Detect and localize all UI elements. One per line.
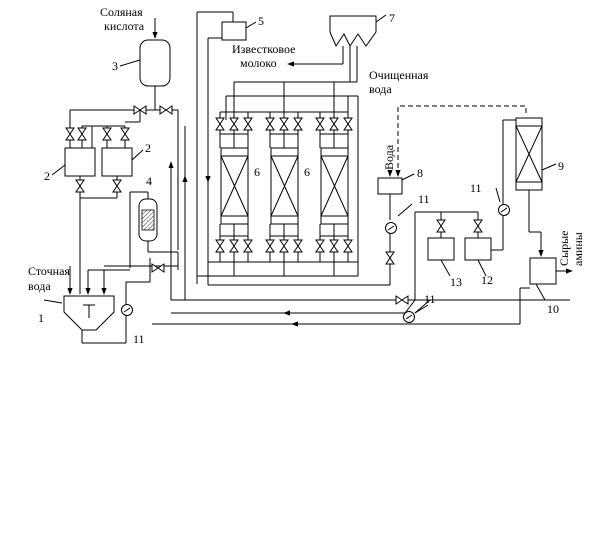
num-9: 9: [558, 159, 564, 173]
num-13: 13: [450, 275, 462, 289]
num-5: 5: [258, 14, 264, 28]
neutralizer-2a: [52, 148, 95, 176]
pump-11d: [404, 312, 415, 323]
acid-header: [66, 106, 178, 250]
num-10: 10: [547, 302, 559, 316]
label-amines-2: амины: [571, 232, 585, 266]
ion-exchange-columns-6: [197, 82, 358, 276]
num-2a: 2: [44, 169, 50, 183]
valve-settler: [152, 264, 164, 272]
label-lime-1: Известковое: [232, 42, 295, 56]
num-11d: 11: [424, 292, 436, 306]
vessel-12: [465, 212, 491, 276]
label-amines-1: Сырые: [557, 231, 571, 266]
num-2b: 2: [145, 141, 151, 155]
extraction-column-9: [516, 118, 556, 256]
num-4: 4: [146, 174, 152, 188]
vessel-8: [378, 170, 414, 220]
label-acid-1: Соляная: [100, 5, 143, 19]
label-purified-1: Очищенная: [369, 68, 429, 82]
label-acid-2: кислота: [104, 19, 145, 33]
neutralizer-2b: [102, 148, 143, 176]
neutralizer-outlets: [76, 176, 121, 294]
num-8: 8: [417, 166, 423, 180]
num-11b: 11: [418, 192, 430, 206]
label-water: Вода: [382, 144, 396, 170]
num-6b: 6: [304, 165, 310, 179]
label-wastewater-1: Сточная: [28, 264, 70, 278]
num-7: 7: [389, 11, 395, 25]
pump-11a: [122, 305, 133, 316]
num-6a: 6: [254, 165, 260, 179]
pump-11c: [499, 205, 510, 216]
num-11c: 11: [470, 181, 482, 195]
label-lime-2: молоко: [240, 56, 277, 70]
num-12: 12: [481, 273, 493, 287]
num-3: 3: [112, 59, 118, 73]
num-11a: 11: [133, 332, 145, 346]
vessel-13: [428, 212, 454, 276]
num-1: 1: [38, 311, 44, 325]
lime-tank-5: [222, 22, 256, 40]
pump-11b: [386, 223, 397, 234]
label-purified-2: вода: [369, 82, 392, 96]
label-wastewater-2: вода: [28, 279, 51, 293]
